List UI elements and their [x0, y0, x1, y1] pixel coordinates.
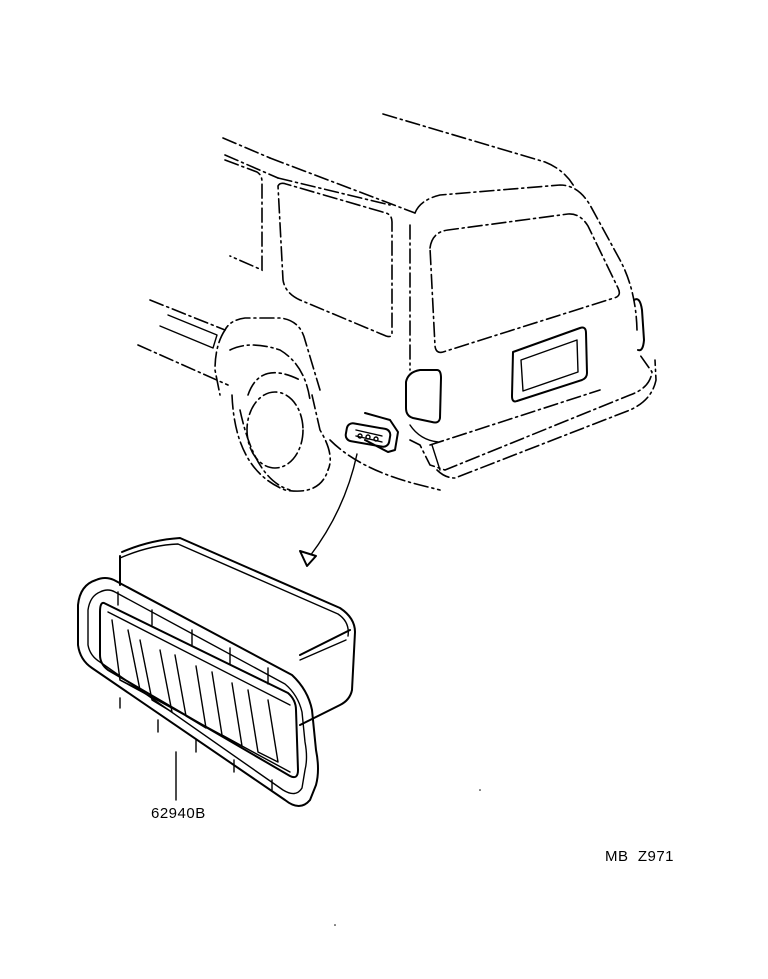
tail-light [405, 369, 442, 443]
rear-vent-part [77, 537, 356, 807]
license-plate-recess [511, 326, 588, 403]
body-vent-location [344, 412, 399, 453]
body-side [137, 299, 321, 396]
rear-wheel [229, 344, 331, 492]
roof-phantom-outline [222, 113, 638, 371]
leader-arrow [299, 453, 358, 567]
part-number-label: 62940B [151, 805, 206, 822]
rear-window [429, 213, 621, 354]
right-tail-light [633, 298, 645, 352]
side-windows [224, 159, 393, 338]
figure-code-label: MB Z971 [605, 848, 675, 865]
rear-body-lower [329, 354, 657, 491]
